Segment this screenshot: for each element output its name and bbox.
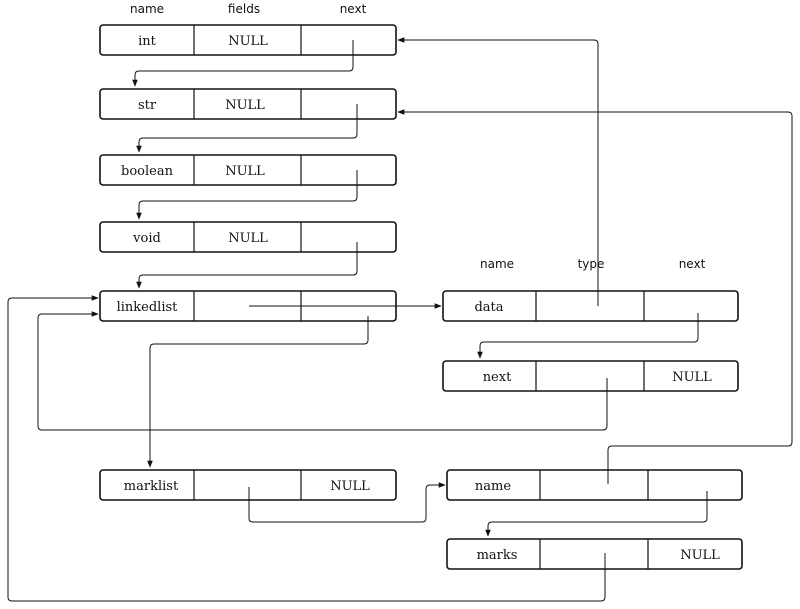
arrow-marklist-to-name [248,482,446,523]
arrow-linkedlist-to-marklist [147,316,369,468]
record-name-cell: marks [477,548,518,563]
record-name-cell: next [483,370,512,385]
header-type: type [578,257,605,271]
record-boolean: boolean NULL [99,154,397,186]
record-marks: marks NULL [446,538,743,570]
record-name-cell: int [138,34,157,49]
connectors [7,37,793,602]
record-name-cell: void [132,231,161,246]
record-next-cell: NULL [680,548,720,563]
header-next: next [679,257,706,271]
record-marklist: marklist NULL [99,469,397,501]
header-fields: fields [228,2,260,16]
record-next: next NULL [442,360,739,392]
left-column-headers: name fields next [130,2,367,16]
record-data: data [442,290,739,322]
right-column-headers: name type next [480,257,706,271]
arrow-data-type-to-int [397,37,599,306]
arrow-void-to-linkedlist [136,242,358,289]
arrow-data-to-next [477,313,699,359]
header-name: name [130,2,164,16]
arrow-name-to-marks [485,491,708,537]
record-name-cell: str [138,98,157,113]
record-next-cell: NULL [330,479,370,494]
arrow-marks-type-to-linkedlist [7,295,606,602]
record-name-cell: data [474,300,503,315]
record-name-cell: name [475,479,511,494]
arrow-str-to-boolean [136,104,358,153]
record-name-cell: boolean [121,164,174,179]
record-fields-cell: NULL [225,98,265,113]
record-fields-cell: NULL [228,34,268,49]
record-name-cell: marklist [124,479,179,494]
record-name-cell: linkedlist [117,300,179,315]
header-next: next [340,2,367,16]
arrow-int-to-str [132,40,354,87]
record-void: void NULL [99,221,397,253]
arrow-next-type-to-linkedlist [37,311,608,431]
record-name: name [446,469,743,501]
record-int: int NULL [99,24,397,56]
record-str: str NULL [99,88,397,120]
arrow-boolean-to-void [136,170,358,220]
record-fields-cell: NULL [225,164,265,179]
arrow-name-type-to-str [397,109,793,484]
record-fields-cell: NULL [228,231,268,246]
record-linkedlist: linkedlist [99,290,397,322]
header-name: name [480,257,514,271]
record-next-cell: NULL [672,370,712,385]
